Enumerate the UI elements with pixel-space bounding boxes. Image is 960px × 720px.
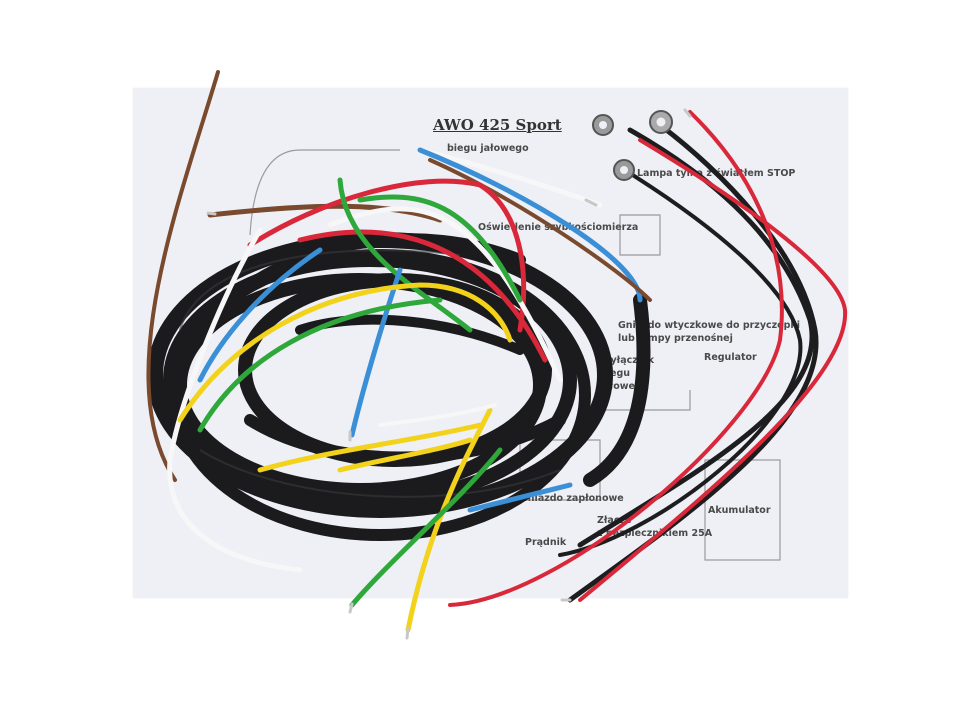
yellow-wire-end xyxy=(405,407,493,633)
black-harness-coils xyxy=(147,232,651,541)
harness-highlights xyxy=(179,249,561,498)
diagram-label: biegu jałowego xyxy=(447,143,529,154)
green-wire-loop xyxy=(197,297,443,433)
diagram-label: Akumulator xyxy=(708,505,771,516)
yellow-wire-bottom-2 xyxy=(337,437,473,473)
blue-wire-left xyxy=(197,247,323,383)
diagram-label: jałowego xyxy=(600,381,649,392)
diagram-label: z bezpiecznikiem 25A xyxy=(597,528,713,539)
sheet-title: AWO 425 Sport xyxy=(433,116,562,134)
diagram-label: Regulator xyxy=(704,352,757,363)
green-wire-end xyxy=(349,447,503,608)
colored-wires xyxy=(146,70,652,633)
diagram-label: Gniazdo wtyczkowe do przyczepki xyxy=(618,320,800,331)
blue-wire-bottom xyxy=(467,482,573,513)
blue-wire-down xyxy=(349,267,403,438)
yellow-wire-loop xyxy=(177,282,513,423)
diagram-label: lub lampy przenośnej xyxy=(618,333,733,344)
white-wire-mid xyxy=(327,206,563,383)
diagram-label: Gniazdo zapłonowe xyxy=(520,493,624,504)
diagram-label: Złącze xyxy=(597,515,632,526)
diagram-label: Wyłącznik xyxy=(600,355,655,366)
white-wire-end xyxy=(378,403,497,427)
ring-terminal-wires xyxy=(448,110,848,607)
ring-terminals xyxy=(592,110,673,181)
yellow-wire-bottom xyxy=(257,422,483,473)
diagram-label: biegu xyxy=(600,368,631,379)
green-wire-top xyxy=(337,177,473,333)
wire-tips xyxy=(206,108,692,640)
red-wire xyxy=(247,178,527,333)
brown-wire xyxy=(207,203,443,223)
diagram-label: Prądnik xyxy=(525,537,567,548)
brown-wire-long xyxy=(146,70,220,482)
green-wire-2 xyxy=(357,194,523,303)
white-wire-loop xyxy=(167,227,303,573)
brown-wire-top xyxy=(428,158,652,302)
white-wire-top xyxy=(417,147,603,208)
red-wire-2 xyxy=(297,229,548,363)
diagram-label: Oświetlenie szybkościomierza xyxy=(478,222,639,233)
